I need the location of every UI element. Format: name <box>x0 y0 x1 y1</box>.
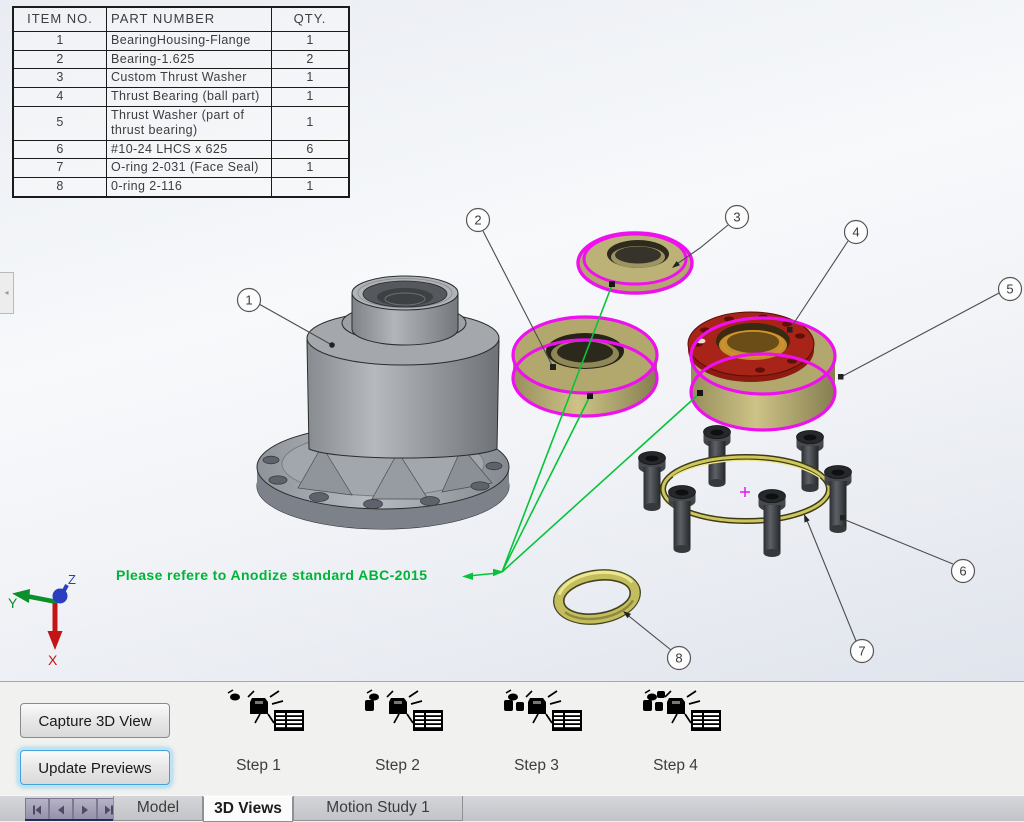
step-4-item[interactable]: Step 4 <box>606 688 745 788</box>
part-bearing-housing-flange[interactable] <box>256 275 510 530</box>
document-tab-bar: Model 3D Views Motion Study 1 <box>0 795 1024 822</box>
tab-motion-study-1[interactable]: Motion Study 1 <box>293 796 463 821</box>
svg-text:1: 1 <box>245 293 252 308</box>
step-2-thumbnail <box>364 688 445 736</box>
svg-text:4: 4 <box>852 225 859 240</box>
step-3-thumbnail <box>503 688 584 736</box>
balloon-6[interactable]: 6 <box>950 558 976 584</box>
step-1-item[interactable]: Step 1 <box>189 688 328 788</box>
step-label: Step 3 <box>514 757 559 774</box>
part-custom-thrust-washer[interactable] <box>576 231 694 295</box>
scroll-next-button[interactable] <box>73 798 97 821</box>
svg-text:5: 5 <box>1006 282 1013 297</box>
part-bolts-and-face-seal[interactable] <box>638 425 852 558</box>
step-4-thumbnail <box>642 688 723 736</box>
svg-text:7: 7 <box>858 644 865 659</box>
leader-endpoints <box>329 261 846 619</box>
bom-header-part: PART NUMBER <box>106 6 272 32</box>
triad-y-label: Y <box>8 595 18 611</box>
step-label: Step 4 <box>653 757 698 774</box>
anodize-note[interactable]: Please refere to Anodize standard ABC-20… <box>116 567 428 583</box>
tab-model[interactable]: Model <box>113 796 203 821</box>
balloon-4[interactable]: 4 <box>843 219 869 245</box>
triad-z-label: Z <box>68 572 76 587</box>
center-mark <box>740 487 750 497</box>
3d-views-panel: Capture 3D View Update Previews Step 1 S… <box>0 681 1024 796</box>
balloon-leaders <box>258 224 1000 651</box>
balloon-3[interactable]: 3 <box>724 204 750 230</box>
annotation-leaders <box>462 281 703 580</box>
balloon-7[interactable]: 7 <box>849 638 875 664</box>
scroll-first-button[interactable] <box>25 798 49 821</box>
balloon-5[interactable]: 5 <box>997 276 1023 302</box>
svg-text:8: 8 <box>675 651 682 666</box>
update-previews-button[interactable]: Update Previews <box>20 750 170 785</box>
svg-text:2: 2 <box>474 213 481 228</box>
bom-header-qty: QTY. <box>271 6 350 32</box>
balloons: 1 2 3 4 5 6 7 8 <box>236 204 1023 671</box>
step-1-thumbnail <box>226 688 306 736</box>
reference-triad: Y X Z <box>8 572 76 668</box>
step-3-item[interactable]: Step 3 <box>467 688 606 788</box>
part-oring-2-116[interactable] <box>550 564 644 630</box>
graphics-viewport[interactable]: 1 2 3 4 5 6 7 8 Y X Z ITEM NO. PART NUMB… <box>0 0 1024 682</box>
tab-bar-accent <box>25 819 116 821</box>
balloon-2[interactable]: 2 <box>465 207 491 233</box>
tab-scroll-controls <box>25 798 121 821</box>
side-flyout-tab[interactable]: ◂ <box>0 272 14 314</box>
exploded-assembly-view: 1 2 3 4 5 6 7 8 Y X Z <box>8 204 1023 671</box>
balloon-1[interactable]: 1 <box>236 287 262 313</box>
triad-x-label: X <box>48 652 58 668</box>
svg-text:6: 6 <box>959 564 966 579</box>
step-label: Step 1 <box>236 757 281 774</box>
step-label: Step 2 <box>375 757 420 774</box>
bom-header-item: ITEM NO. <box>12 6 107 32</box>
svg-text:3: 3 <box>733 210 740 225</box>
part-thrust-bearing-and-washer[interactable] <box>687 311 837 432</box>
tab-3d-views[interactable]: 3D Views <box>203 796 293 822</box>
bom-header-row: ITEM NO. PART NUMBER QTY. <box>12 6 350 32</box>
capture-3d-view-button[interactable]: Capture 3D View <box>20 703 170 738</box>
step-2-item[interactable]: Step 2 <box>328 688 467 788</box>
face-seal-ring <box>660 454 832 524</box>
scroll-prev-button[interactable] <box>49 798 73 821</box>
balloon-8[interactable]: 8 <box>666 645 692 671</box>
